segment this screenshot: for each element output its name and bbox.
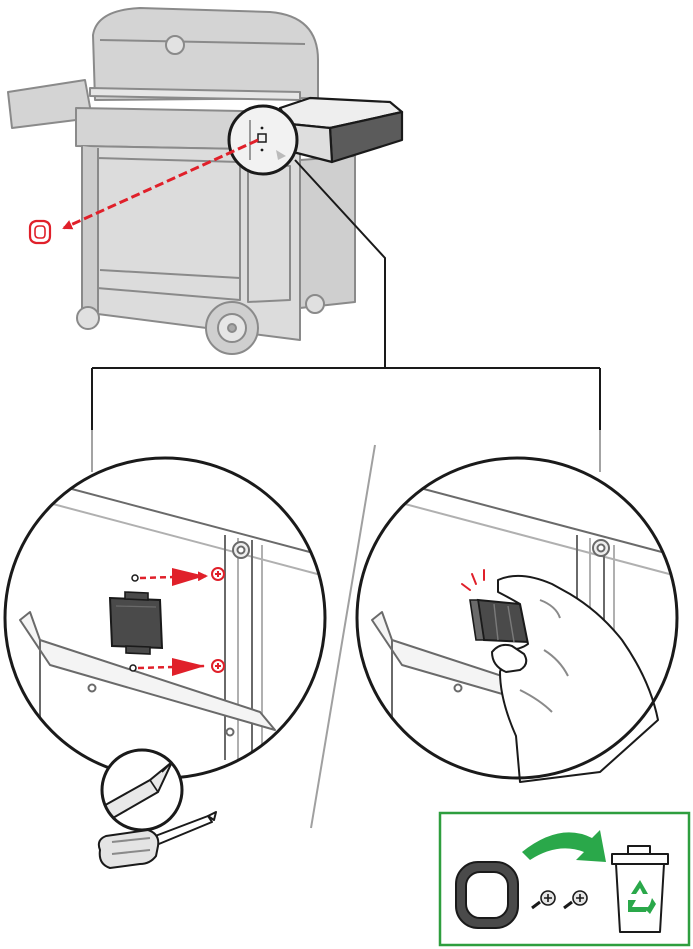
grill-illustration	[8, 8, 355, 354]
recycle-bin-icon	[612, 846, 668, 932]
magnifier-circle	[229, 106, 297, 174]
mounting-bracket	[110, 592, 162, 654]
screw-hole-top	[132, 575, 138, 581]
grommet-icon	[30, 221, 50, 243]
grommet-icon	[456, 862, 518, 928]
step-recycle-parts	[440, 813, 689, 945]
side-shelf	[280, 98, 402, 162]
step-remove-bracket	[352, 458, 692, 782]
step-remove-screws	[0, 458, 340, 778]
screw-hole-bottom	[130, 665, 136, 671]
mounting-bracket	[470, 600, 528, 642]
